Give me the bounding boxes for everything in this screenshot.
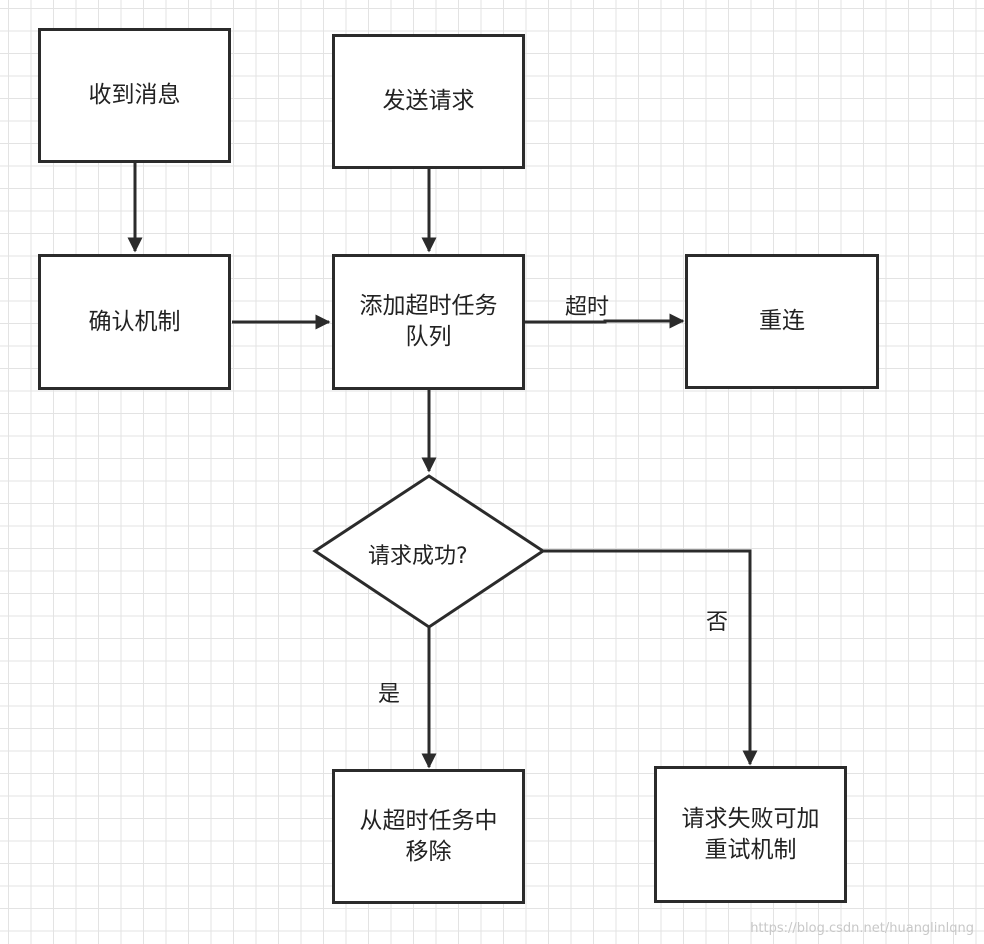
- node-receive-message-label: 收到消息: [88, 82, 181, 108]
- node-send-request: 发送请求: [332, 34, 525, 169]
- watermark: https://blog.csdn.net/huanglinlqng: [750, 921, 974, 936]
- node-add-timeout-queue: 添加超时任务 队列: [332, 254, 525, 390]
- edge-label-yes: 是: [378, 682, 401, 707]
- node-retry-on-failure: 请求失败可加 重试机制: [654, 766, 847, 903]
- node-ack-mechanism-label: 确认机制: [88, 308, 181, 335]
- node-receive-message: 收到消息: [38, 28, 231, 163]
- node-remove-from-timeout-label: 从超时任务中 移除: [359, 807, 498, 865]
- node-send-request-label: 发送请求: [382, 88, 475, 114]
- node-retry-on-failure-label: 请求失败可加 重试机制: [681, 805, 820, 863]
- decision-label: 请求成功?: [368, 544, 468, 569]
- edge-decision-no: [543, 549, 758, 766]
- edge-label-timeout: 超时: [565, 295, 610, 320]
- node-add-timeout-queue-label: 添加超时任务 队列: [359, 293, 498, 350]
- node-reconnect: 重连: [685, 254, 879, 389]
- edge-label-no: 否: [706, 610, 729, 635]
- edge-queue-to-reconnect: [525, 313, 685, 329]
- node-ack-mechanism: 确认机制: [38, 254, 231, 390]
- node-reconnect-label: 重连: [759, 308, 805, 334]
- node-remove-from-timeout: 从超时任务中 移除: [332, 769, 525, 904]
